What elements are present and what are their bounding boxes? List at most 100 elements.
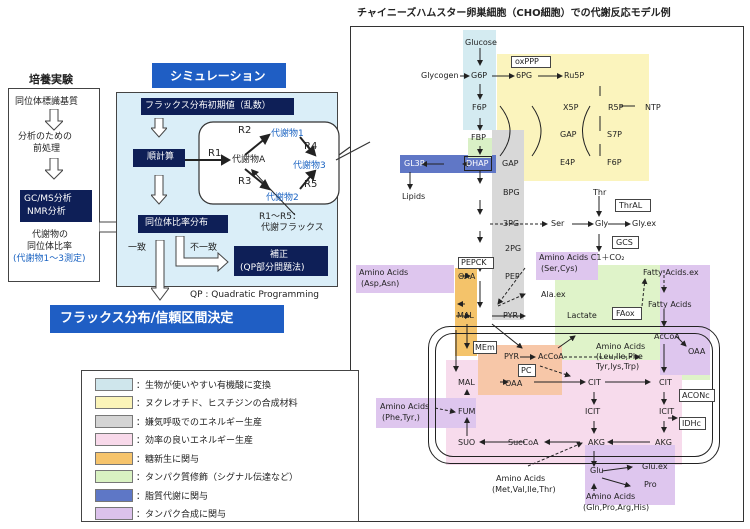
node-cit: CIT (588, 378, 601, 387)
agree-label: 一致 (128, 243, 147, 253)
result-arrow (151, 240, 169, 301)
node-gly-ex: Gly.ex (632, 219, 657, 228)
mitochondria-outer (428, 326, 720, 464)
pretreat-line1: 分析のための (18, 132, 73, 142)
region-purple-gln (585, 445, 675, 505)
metabolite-a: 代謝物A (232, 155, 266, 165)
node-dhap: DHAP (466, 159, 489, 168)
node-mem: MEm (475, 343, 495, 352)
metabolite-2: 代謝物2 (266, 193, 299, 203)
legend-label: ：脂質代謝に関与 (136, 491, 209, 502)
measured-metabolites: (代謝物1〜3測定) (13, 254, 86, 264)
disagree-arrow (175, 236, 229, 273)
disagree-label: 不一致 (190, 243, 218, 253)
node-gap: GAP (502, 159, 519, 168)
legend-item: ：効率の良いエネルギー生産 (95, 433, 253, 447)
node-s7p: S7P (607, 130, 622, 139)
culture-panel (8, 88, 100, 282)
reaction-network (185, 121, 350, 216)
node-oaa-right: OAA (688, 347, 706, 356)
node-glycogen: Glycogen (421, 71, 459, 80)
node-gap-ppp: GAP (560, 130, 577, 139)
correction-box (234, 246, 328, 276)
aa-leu-1: Amino Acids (596, 342, 646, 351)
gcs-box (612, 236, 639, 249)
aa-met-1: Amino Acids (496, 474, 546, 483)
node-glu-ex: Glu.ex (642, 462, 668, 471)
legend-swatch (95, 488, 133, 502)
node-gl3p: GL3P (404, 159, 425, 168)
aa-phetyr-2: (Phe,Tyr,) (382, 413, 420, 422)
region-purple-phetyr (376, 398, 476, 428)
thral-box (615, 199, 651, 212)
zoom-connector (335, 141, 371, 161)
reaction-r4: R4 (304, 141, 318, 152)
node-oaa-cyt: OAA (458, 272, 476, 281)
ratio-label: 同位体比率分布 (145, 218, 209, 228)
legend-label: ：効率の良いエネルギー生産 (136, 436, 254, 446)
node-ru5p: Ru5P (564, 71, 585, 80)
aa-sercys-1: Amino Acids C1＋CO₂ (539, 253, 625, 262)
qp-note: QP : Quadratic Programming (190, 290, 319, 300)
legend-swatch (95, 470, 133, 483)
node-icit: ICIT (585, 407, 601, 416)
node-pyr-cyt: PYR (503, 311, 519, 320)
node-accoa-cyt: AcCoA (654, 332, 680, 341)
metabolite-3: 代謝物3 (293, 161, 326, 171)
node-mal-cyt: MAL (457, 311, 474, 320)
node-suo: SUO (458, 438, 476, 447)
calc-label: 順計算 (147, 152, 175, 162)
result-box (50, 305, 284, 333)
node-akg: AKG (588, 438, 605, 447)
faox-box (612, 307, 642, 320)
node-ntp: NTP (645, 103, 661, 112)
oxppp-box (511, 56, 551, 68)
node-icit-cyt: ICIT (659, 407, 675, 416)
aa-met-2: (Met,Val,Ile,Thr) (492, 485, 556, 494)
node-2pg: 2PG (505, 244, 522, 253)
aa-leu-2: (Leu,Ile,Phe (596, 352, 643, 361)
aa-leu-3: Tyr,lys,Trp) (596, 362, 640, 371)
node-r5p: R5P (608, 103, 624, 112)
legend-label: ：ヌクレオチド、ヒスチジンの合成材料 (136, 399, 298, 409)
pretreat-line2: 前処理 (33, 144, 61, 154)
legend-item: ：脂質代謝に関与 (95, 488, 208, 502)
culture-arrow-2 (45, 158, 63, 180)
flux-note-2: 代謝フラックス (261, 223, 324, 233)
simulation-title-box (152, 63, 286, 88)
node-thr: Thr (593, 188, 607, 197)
legend-item: ：嫌気呼吸でのエネルギー生産 (95, 414, 262, 428)
calc-box (133, 149, 185, 167)
nmr-label: NMR分析 (27, 207, 66, 217)
node-f6p: F6P (472, 103, 487, 112)
node-fum: FUM (458, 407, 476, 416)
region-purple-sercys (536, 252, 598, 280)
aa-gln-2: (Gln,Pro,Arg,His) (583, 503, 650, 512)
node-x5p: X5P (563, 103, 579, 112)
legend-item: ：タンパク質修飾（シグナル伝達など） (95, 470, 298, 484)
legend-label: ：タンパク質修飾（シグナル伝達など） (136, 473, 299, 483)
legend-label: ：嫌気呼吸でのエネルギー生産 (136, 417, 263, 428)
node-lactate: Lactate (567, 311, 597, 320)
node-pro: Pro (644, 480, 657, 489)
model-title: チャイニーズハムスター卵巣細胞（CHO細胞）での代謝反応モデル例 (357, 8, 671, 19)
idhc-box (679, 417, 706, 430)
reaction-r5: R5 (304, 179, 318, 190)
culture-title: 培養実験 (29, 73, 73, 86)
pc-box (518, 364, 536, 377)
region-gl3p (400, 155, 496, 173)
sim-arrow-2 (151, 175, 167, 205)
flux-note-1: R1〜R5： (259, 212, 301, 222)
node-accoa-mit: AcCoA (538, 352, 564, 361)
node-fatty: Fatty Acids (648, 300, 692, 309)
node-e4p: E4P (560, 158, 575, 167)
node-gcs: GCS (616, 238, 633, 247)
legend-item: ：糖新生に関与 (95, 451, 199, 465)
labeled-substrate: 同位体標識基質 (15, 97, 79, 107)
node-pc: PC (521, 366, 532, 375)
metabolite-1: 代謝物1 (271, 129, 304, 139)
culture-arrow-1 (45, 109, 63, 131)
node-oxppp: oxPPP (515, 57, 539, 66)
init-box (141, 98, 294, 115)
legend-swatch (95, 377, 133, 391)
